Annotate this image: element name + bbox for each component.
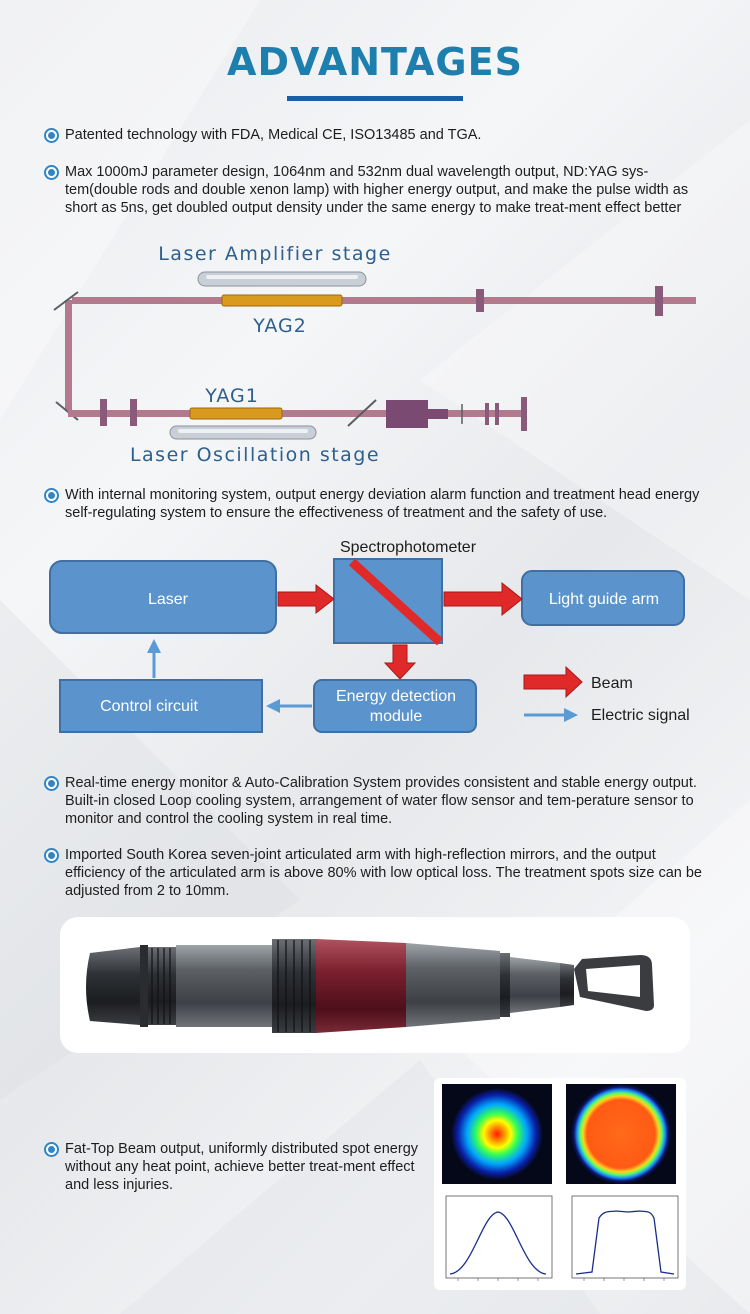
- bullet-text: Imported South Korea seven-joint articul…: [65, 847, 702, 899]
- gaussian-profile-plot: [445, 1195, 553, 1279]
- handpiece-taper: [510, 957, 560, 1013]
- bullet-text: Fat-Top Beam output, uniformly distribut…: [65, 1141, 419, 1193]
- bullet-monitoring-system: With internal monitoring system, output …: [44, 486, 704, 522]
- handpiece-red-sleeve: [316, 939, 406, 1033]
- lower-lens-2: [130, 399, 137, 426]
- energy-detection-label-line1: Energy detection: [336, 688, 456, 705]
- yag1-label: YAG1: [204, 385, 259, 407]
- beam-arrow-to-energy-detection: [383, 644, 417, 680]
- laser-schematic: Laser Amplifier stage YAG2 YAG1 Laser Os…: [53, 243, 696, 466]
- lower-lens-3: [485, 403, 489, 425]
- lower-lens-4: [495, 403, 499, 425]
- rear-mirror: [521, 397, 527, 431]
- handpiece-connector-bracket: [574, 955, 654, 1011]
- yag2-label: YAG2: [252, 315, 307, 337]
- energy-detection-label-line2: module: [370, 708, 423, 725]
- signal-arrowhead-to-control-circuit: [266, 699, 280, 713]
- knurl-lines: [277, 940, 311, 1032]
- upper-lens-1: [476, 289, 484, 312]
- q-switch-block: [386, 400, 428, 428]
- polarizer-plate: [347, 399, 377, 427]
- flat-top-profile-plot: [571, 1195, 679, 1279]
- bullet-icon: [44, 1142, 59, 1157]
- yag1-rod: [189, 407, 283, 420]
- legend-beam-arrow: [523, 665, 583, 699]
- beam-profile-comparison: [442, 1084, 679, 1281]
- energy-detection-box: [313, 679, 477, 733]
- flat-top-beam-spot: [571, 1084, 671, 1184]
- light-guide-arm-box: [521, 570, 685, 626]
- handpiece-rear-ring: [500, 953, 510, 1017]
- handpiece-tip: [86, 947, 140, 1025]
- laser-box-label: Laser: [148, 591, 189, 608]
- beam-splitter: [348, 558, 444, 646]
- q-switch-connector: [428, 409, 448, 419]
- gaussian-beam-spot: [451, 1088, 543, 1180]
- bullet-icon: [44, 128, 59, 143]
- beam-profile-card: [434, 1078, 686, 1290]
- treatment-handpiece-illustration: [86, 939, 654, 1033]
- light-guide-arm-label: Light guide arm: [549, 591, 659, 608]
- bullet-articulated-arm: Imported South Korea seven-joint articul…: [44, 846, 704, 900]
- flat-top-plot-ticks: [583, 1278, 665, 1281]
- beam-arrow-to-light-guide-arm: [443, 581, 523, 617]
- bullet-text: Real-time energy monitor & Auto-Calibrat…: [65, 775, 697, 827]
- upper-beam-rail: [72, 297, 696, 304]
- bullet-text: With internal monitoring system, output …: [65, 487, 700, 521]
- vertical-beam-rail: [65, 300, 72, 410]
- bullet-certifications: Patented technology with FDA, Medical CE…: [44, 126, 704, 144]
- handpiece-ring: [140, 945, 148, 1027]
- bullet-icon: [44, 165, 59, 180]
- bullet-text: Max 1000mJ parameter design, 1064nm and …: [65, 164, 689, 216]
- gaussian-profile-curve: [449, 1211, 547, 1275]
- flat-top-profile-curve: [575, 1210, 675, 1275]
- handpiece-knurl-1: [148, 947, 176, 1025]
- amplifier-stage-label: Laser Amplifier stage: [158, 243, 392, 265]
- page-title: ADVANTAGES: [227, 40, 523, 84]
- bullet-icon: [44, 776, 59, 791]
- bullet-icon: [44, 848, 59, 863]
- lower-beam-rail: [68, 410, 526, 417]
- bullet-flat-top-beam: Fat-Top Beam output, uniformly distribut…: [44, 1140, 426, 1194]
- bullet-icon: [44, 488, 59, 503]
- title-underline: [287, 96, 463, 101]
- top-mirror: [53, 291, 79, 311]
- bullet-dual-wavelength: Max 1000mJ parameter design, 1064nm and …: [44, 163, 704, 217]
- gaussian-plot-ticks: [457, 1278, 539, 1281]
- spectrophotometer-label: Spectrophotometer: [340, 539, 477, 556]
- handpiece-image-card: [60, 917, 690, 1053]
- beam-arrow-to-spectrophotometer: [277, 583, 335, 615]
- bullet-text: Patented technology with FDA, Medical CE…: [65, 127, 482, 143]
- handpiece-end-cap: [560, 963, 574, 1007]
- control-circuit-label: Control circuit: [100, 698, 198, 715]
- upper-lens-2: [655, 286, 663, 316]
- handpiece-body-rear: [406, 943, 500, 1027]
- legend-beam-label: Beam: [591, 675, 633, 692]
- lamp-highlight: [206, 275, 358, 279]
- oscillation-stage-label: Laser Oscillation stage: [130, 444, 380, 466]
- lower-lens-1: [100, 399, 107, 426]
- energy-monitoring-flow-diagram: Spectrophotometer Laser Light guide arm …: [49, 539, 690, 733]
- yag2-rod: [221, 294, 343, 307]
- legend-electric-signal-label: Electric signal: [591, 707, 690, 724]
- lamp-highlight: [178, 429, 308, 433]
- knurl-lines: [151, 948, 171, 1024]
- bullet-auto-calibration: Real-time energy monitor & Auto-Calibrat…: [44, 774, 704, 828]
- handpiece-body-front: [176, 945, 272, 1027]
- laser-box: [49, 560, 277, 634]
- control-circuit-box: [59, 679, 263, 733]
- signal-arrowhead-to-laser: [147, 639, 161, 653]
- legend-signal-arrowhead: [564, 708, 578, 722]
